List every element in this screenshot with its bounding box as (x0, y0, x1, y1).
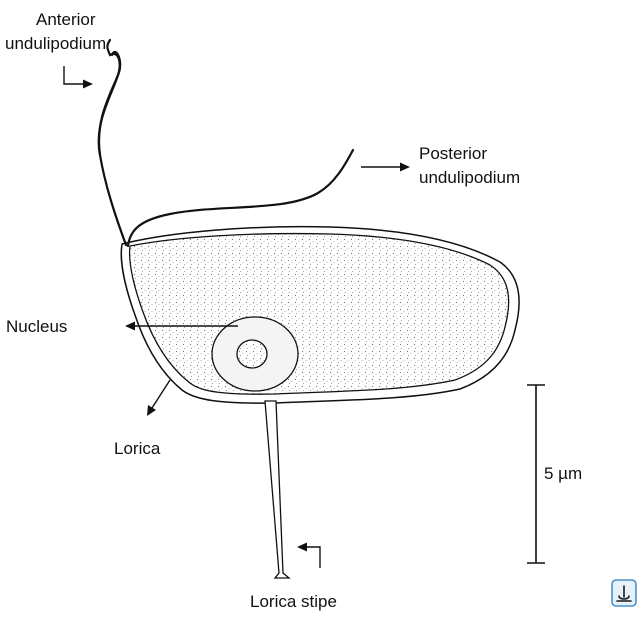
anterior-pointer-arrowhead (83, 80, 93, 89)
nucleus-label: Nucleus (6, 317, 67, 336)
stipe-pointer-line (306, 547, 320, 568)
stipe-pointer-arrowhead (297, 543, 307, 552)
cell-body (130, 234, 509, 395)
posterior-label-line1: Posterior (419, 144, 487, 163)
scale-bar-label: 5 µm (544, 464, 582, 483)
nucleolus (237, 340, 267, 368)
lorica-label: Lorica (114, 439, 161, 458)
nucleus-pointer-arrowhead (125, 322, 135, 331)
anterior-undulipodium (99, 52, 126, 245)
anterior-label-line2: undulipodium (5, 34, 106, 53)
lorica-pointer-arrowhead (147, 405, 156, 416)
microscope-icon (612, 580, 636, 606)
lorica-pointer-line (152, 380, 170, 408)
posterior-label-line2: undulipodium (419, 168, 520, 187)
posterior-pointer-arrowhead (400, 163, 410, 172)
lorica-stipe-shape (265, 401, 289, 578)
lorica-stipe-label: Lorica stipe (250, 592, 337, 611)
anterior-undulipodium-tip (99, 40, 120, 155)
anterior-pointer-line (64, 66, 84, 84)
anterior-label-line1: Anterior (36, 10, 96, 29)
